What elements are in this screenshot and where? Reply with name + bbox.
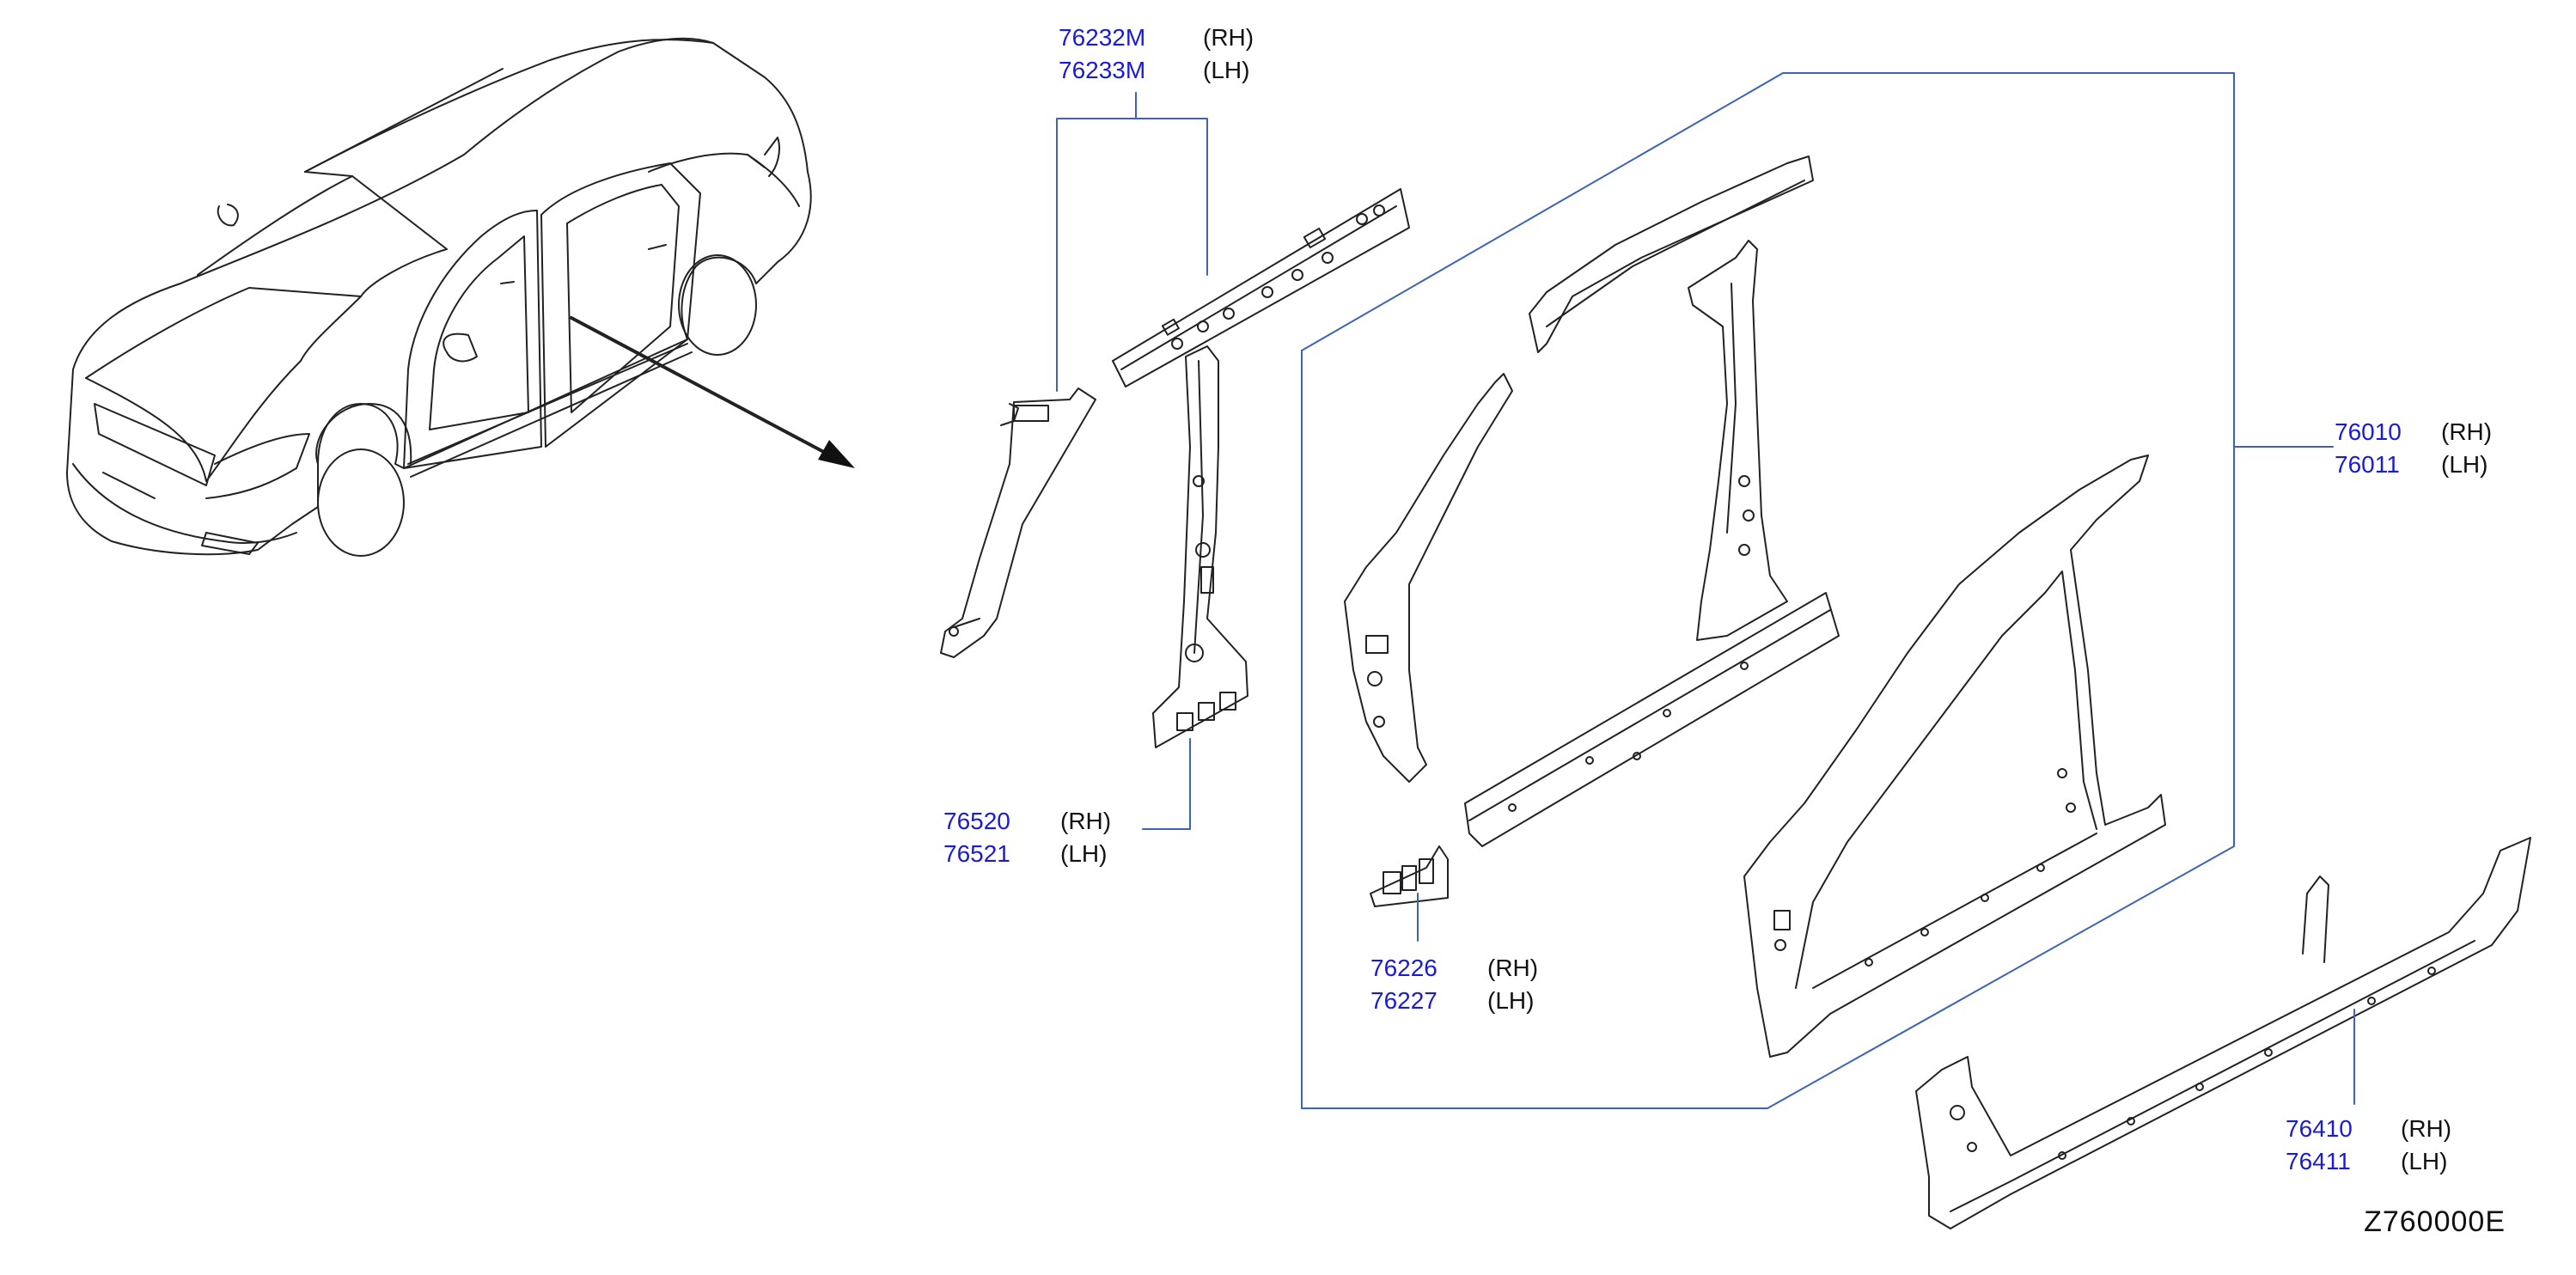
part-number-link[interactable]: 76227 — [1370, 987, 1438, 1014]
callout-sill-outer: 76410 (RH) 76411 (LH) — [2286, 1113, 2451, 1178]
part-number-link[interactable]: 76521 — [943, 840, 1010, 867]
vehicle-sedan-illustration — [66, 37, 812, 557]
side-label: (LH) — [1060, 840, 1108, 867]
part-number-link[interactable]: 76226 — [1370, 955, 1438, 981]
callout-row: 76010 (RH) — [2335, 416, 2492, 448]
callout-a-pillar-inner: 76232M (RH) 76233M (LH) — [1059, 21, 1254, 87]
side-label: (RH) — [1203, 24, 1254, 51]
part-number-link[interactable]: 76520 — [943, 808, 1010, 834]
side-label: (RH) — [1060, 808, 1112, 834]
callout-center-pillar-inner: 76520 (RH) 76521 (LH) — [943, 805, 1111, 870]
side-label: (LH) — [1487, 987, 1535, 1014]
callout-row: 76410 (RH) — [2286, 1113, 2451, 1145]
callout-row: 76411 (LH) — [2286, 1145, 2451, 1178]
front-pillar-lower-part — [940, 387, 1096, 658]
callout-row: 76011 (LH) — [2335, 448, 2492, 481]
side-label: (LH) — [2401, 1148, 2448, 1174]
arrow-icon — [570, 316, 855, 468]
callout-row: 76520 (RH) — [943, 805, 1111, 838]
side-label: (LH) — [1203, 57, 1250, 83]
callout-body-side-outer: 76010 (RH) 76011 (LH) — [2335, 416, 2492, 481]
callout-row: 76233M (LH) — [1059, 54, 1254, 87]
center-pillar-inner-part — [1152, 345, 1248, 748]
callout-row: 76521 (LH) — [943, 838, 1111, 870]
part-number-link[interactable]: 76010 — [2335, 418, 2402, 445]
part-number-link[interactable]: 76411 — [2286, 1148, 2351, 1174]
part-number-link[interactable]: 76232M — [1059, 24, 1146, 51]
body-side-assembly-box — [1301, 72, 2235, 1109]
side-label: (RH) — [2401, 1115, 2452, 1142]
a-pillar-inner-part — [1112, 188, 1410, 387]
sill-outer-part — [1915, 837, 2531, 1229]
roof-rail-part — [1529, 156, 1814, 353]
part-number-link[interactable]: 76233M — [1059, 57, 1146, 83]
callout-row: 76226 (RH) — [1370, 952, 1538, 985]
bracket-part — [1370, 845, 1449, 907]
sill-inner-part — [1464, 592, 1840, 847]
callout-reinforcement-bracket: 76226 (RH) 76227 (LH) — [1370, 952, 1538, 1017]
side-label: (LH) — [2441, 451, 2488, 478]
side-label: (RH) — [1487, 955, 1539, 981]
part-number-link[interactable]: 76410 — [2286, 1115, 2353, 1142]
front-pillar-part — [1344, 373, 1513, 783]
diagram-code: Z760000E — [2364, 1205, 2506, 1238]
body-side-outer-part — [1743, 454, 2166, 1058]
center-pillar-outer-part — [1688, 240, 1788, 641]
callout-row: 76227 (LH) — [1370, 985, 1538, 1017]
leader-lines — [1056, 92, 2355, 1105]
callout-row: 76232M (RH) — [1059, 21, 1254, 54]
side-label: (RH) — [2441, 418, 2493, 445]
part-number-link[interactable]: 76011 — [2335, 451, 2400, 478]
